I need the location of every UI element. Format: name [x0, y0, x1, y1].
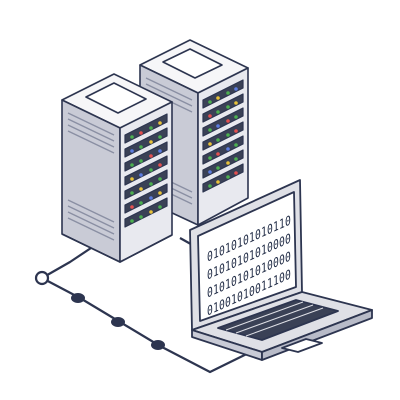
cable-node — [34, 270, 50, 286]
server-rack-front — [61, 73, 173, 263]
rack-vents — [67, 112, 115, 241]
cable-node — [151, 340, 165, 350]
rack-top-cap — [85, 82, 147, 114]
cable-nodes — [34, 270, 165, 350]
rack-top-cap — [162, 48, 223, 79]
laptop-trackpad — [281, 338, 323, 353]
rack-drive-bays — [202, 79, 244, 193]
cable-node — [71, 293, 85, 303]
cable-node — [111, 317, 125, 327]
rack-drive-bays — [124, 113, 168, 228]
status-leds — [130, 121, 162, 223]
status-leds — [208, 87, 238, 188]
laptop — [189, 179, 373, 361]
laptop-screen — [197, 191, 297, 322]
keyboard-keys — [225, 301, 324, 337]
rack-base — [61, 233, 173, 263]
